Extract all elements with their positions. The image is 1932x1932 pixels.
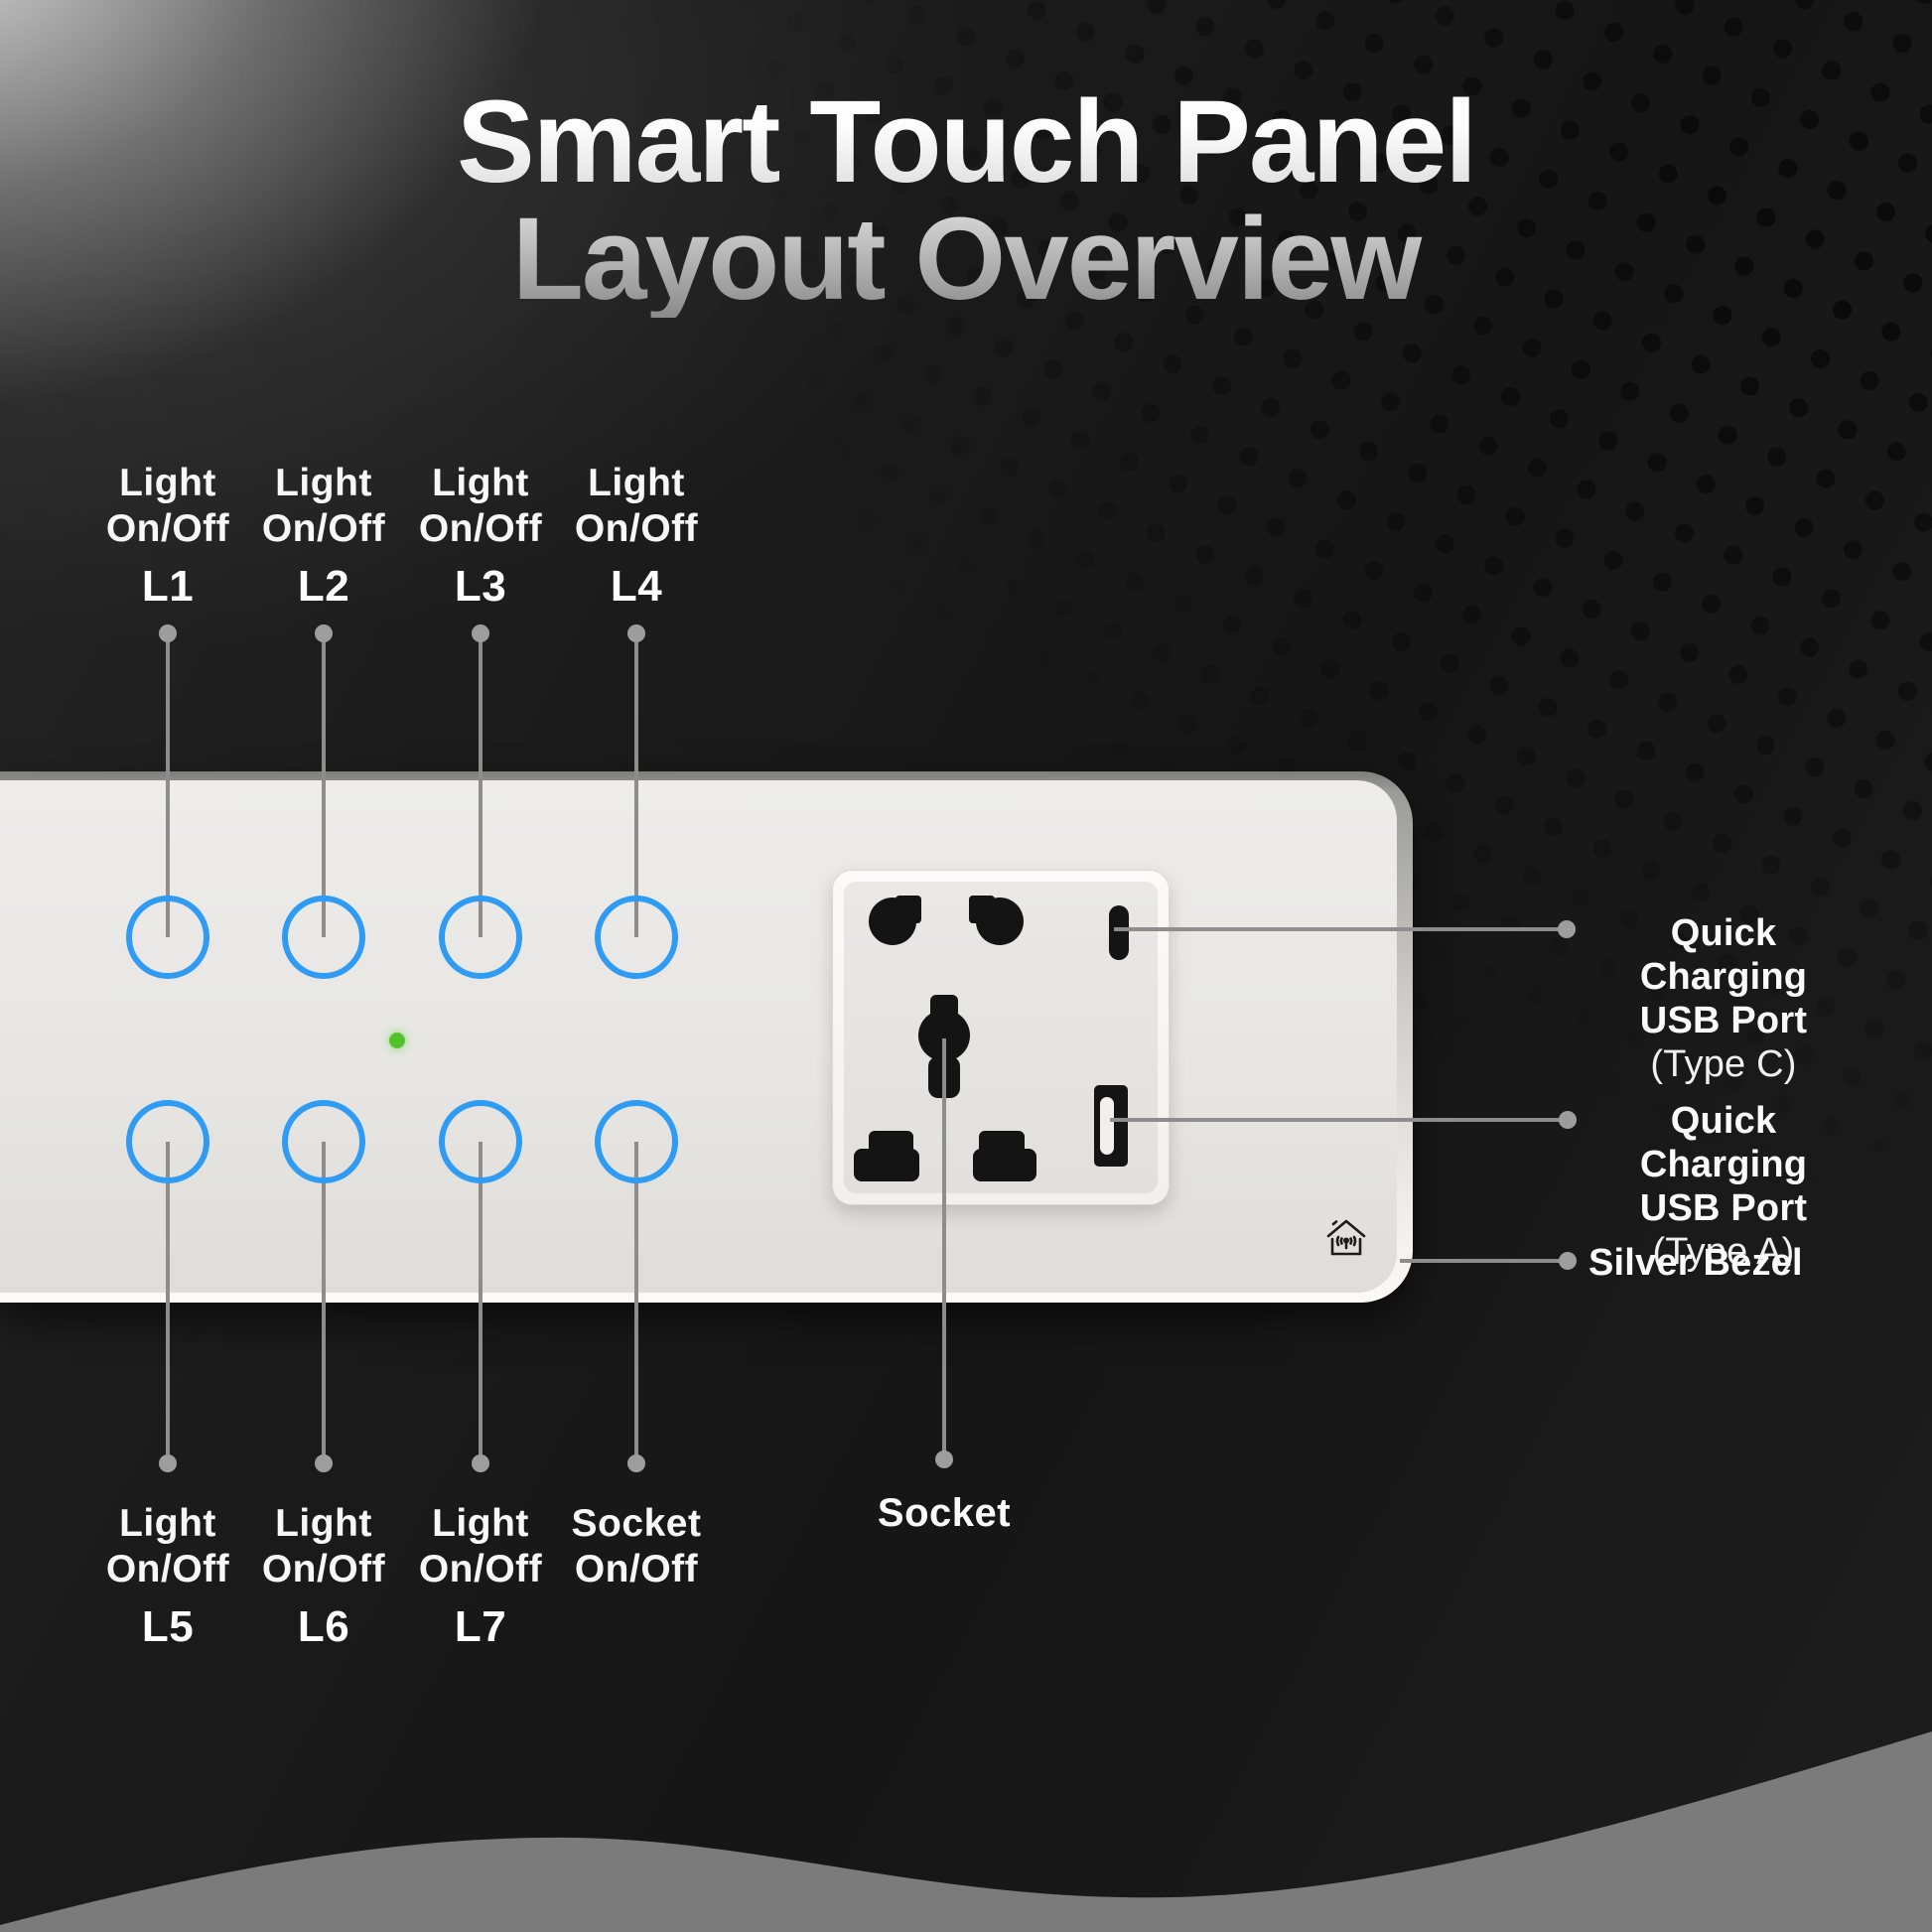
page-title-line2: Layout Overview <box>511 194 1421 325</box>
callout-line-silver-bezel <box>1400 1259 1568 1263</box>
touch-button-l5 <box>126 1100 209 1183</box>
usb-a-line2: USB Port <box>1639 1187 1808 1229</box>
usb-c-line1: Quick Charging <box>1639 912 1808 998</box>
bottom-wave-shape <box>0 1731 1932 1932</box>
callout-dot-socket-onoff <box>627 1454 645 1472</box>
status-led-icon <box>389 1033 405 1048</box>
legend-bottom-socket-onoff: Socket On/Off <box>527 1501 746 1592</box>
touch-panel-face <box>0 780 1397 1293</box>
callout-line-l3 <box>479 633 483 937</box>
callout-dot-socket <box>935 1450 953 1468</box>
usb-type-a-slot-icon <box>1100 1097 1114 1155</box>
usb-c-line3: (Type C) <box>1650 1043 1797 1085</box>
callout-dot-l2 <box>315 624 333 642</box>
socket-hole-top-center-slot-icon <box>969 896 995 923</box>
callout-dot-l6 <box>315 1454 333 1472</box>
usb-type-c-port-icon <box>1109 905 1129 960</box>
callout-line-usb-c <box>1114 927 1567 931</box>
callout-dot-usb-a <box>1559 1111 1577 1129</box>
legend-tag: L7 <box>454 1602 507 1651</box>
legend-label: Light <box>588 462 685 504</box>
smart-home-wifi-icon <box>1326 1219 1366 1256</box>
callout-dot-usb-c <box>1558 920 1576 938</box>
legend-top-l4: Light On/Off L4 <box>527 461 746 610</box>
callout-line-l2 <box>322 633 326 937</box>
page-title-line1: Smart Touch Panel <box>456 76 1476 207</box>
socket-module <box>832 870 1170 1205</box>
callout-line-l7 <box>479 1142 483 1459</box>
callout-line-l1 <box>166 633 170 937</box>
callout-dot-l3 <box>472 624 489 642</box>
callout-dot-l1 <box>159 624 177 642</box>
legend-label: On/Off <box>574 1548 699 1590</box>
legend-label: Socket <box>571 1502 702 1545</box>
page-title: Smart Touch Panel Layout Overview <box>0 83 1932 318</box>
touch-button-l3 <box>439 896 522 979</box>
legend-tag: L4 <box>610 562 663 611</box>
legend-label: On/Off <box>574 507 699 550</box>
callout-dot-l4 <box>627 624 645 642</box>
socket-hole-top-left-slot-icon <box>896 896 921 923</box>
touch-button-l1 <box>126 896 209 979</box>
touch-panel-silver-bezel <box>0 771 1413 1303</box>
touch-button-l7 <box>439 1100 522 1183</box>
touch-button-l6 <box>282 1100 365 1183</box>
callout-line-l5 <box>166 1142 170 1459</box>
callout-dot-silver-bezel <box>1559 1252 1577 1270</box>
callout-line-socket <box>942 1038 946 1459</box>
socket-hole-bottom-left-icon <box>854 1149 919 1181</box>
usb-c-callout: Quick Charging USB Port (Type C) <box>1588 911 1859 1086</box>
touch-button-l2 <box>282 896 365 979</box>
callout-line-l6 <box>322 1142 326 1459</box>
socket-label: Socket <box>877 1491 1012 1535</box>
callout-dot-l7 <box>472 1454 489 1472</box>
silver-bezel-callout: Silver Bezel <box>1588 1242 1803 1284</box>
usb-a-line1: Quick Charging <box>1639 1100 1808 1185</box>
callout-line-usb-a <box>1110 1118 1568 1122</box>
usb-c-line2: USB Port <box>1639 1000 1808 1041</box>
touch-button-socket <box>595 1100 678 1183</box>
socket-hole-bottom-right-icon <box>973 1149 1036 1181</box>
callout-line-l4 <box>634 633 638 937</box>
callout-dot-l5 <box>159 1454 177 1472</box>
touch-button-l4 <box>595 896 678 979</box>
callout-line-socket-onoff <box>634 1142 638 1459</box>
